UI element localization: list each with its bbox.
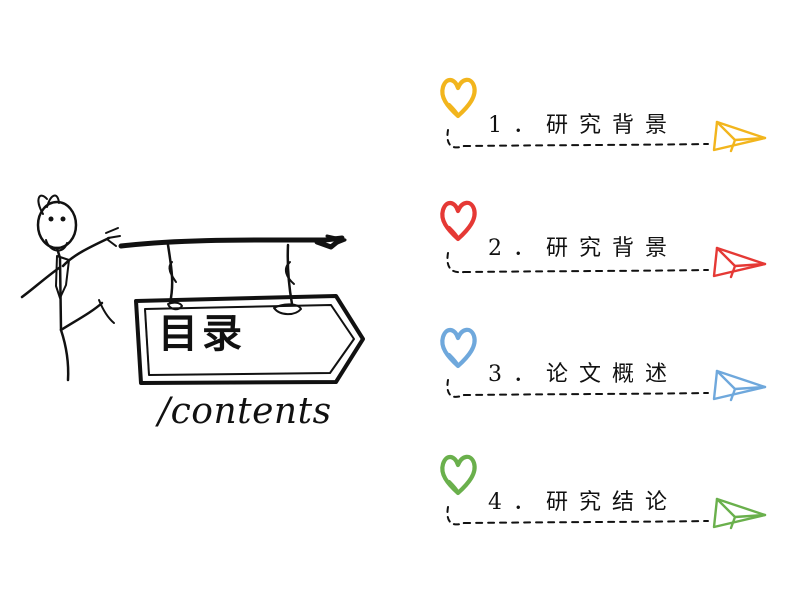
heart-icon [440, 327, 477, 369]
menu-item-2[interactable]: 2．研究背景 [488, 236, 678, 261]
menu-item-3[interactable]: 3．论文概述 [488, 362, 678, 387]
stick-figure-with-sign-illustration [20, 194, 365, 385]
menu-decorations [440, 77, 767, 530]
dashed-connector [446, 129, 465, 149]
dashed-underline [463, 392, 709, 396]
signpost-icon [118, 234, 365, 385]
paper-plane-icon [712, 120, 767, 153]
dashed-underline [463, 143, 709, 147]
sign-title: 目录 [158, 311, 246, 357]
contents-subtitle: /contents [158, 391, 332, 432]
paper-plane-icon [712, 369, 767, 402]
heart-icon [440, 200, 477, 242]
menu-item-4[interactable]: 4．研究结论 [488, 490, 678, 515]
menu-item-1[interactable]: 1．研究背景 [488, 113, 678, 138]
dashed-connector [446, 379, 465, 398]
paper-plane-icon [712, 246, 767, 279]
stick-figure-icon [20, 194, 121, 382]
dashed-underline [463, 269, 709, 273]
dashed-connector [446, 252, 465, 274]
paper-plane-icon [712, 497, 767, 530]
dashed-underline [463, 520, 709, 524]
dashed-connector [446, 506, 465, 526]
heart-icon [440, 77, 477, 119]
heart-icon [440, 454, 477, 496]
